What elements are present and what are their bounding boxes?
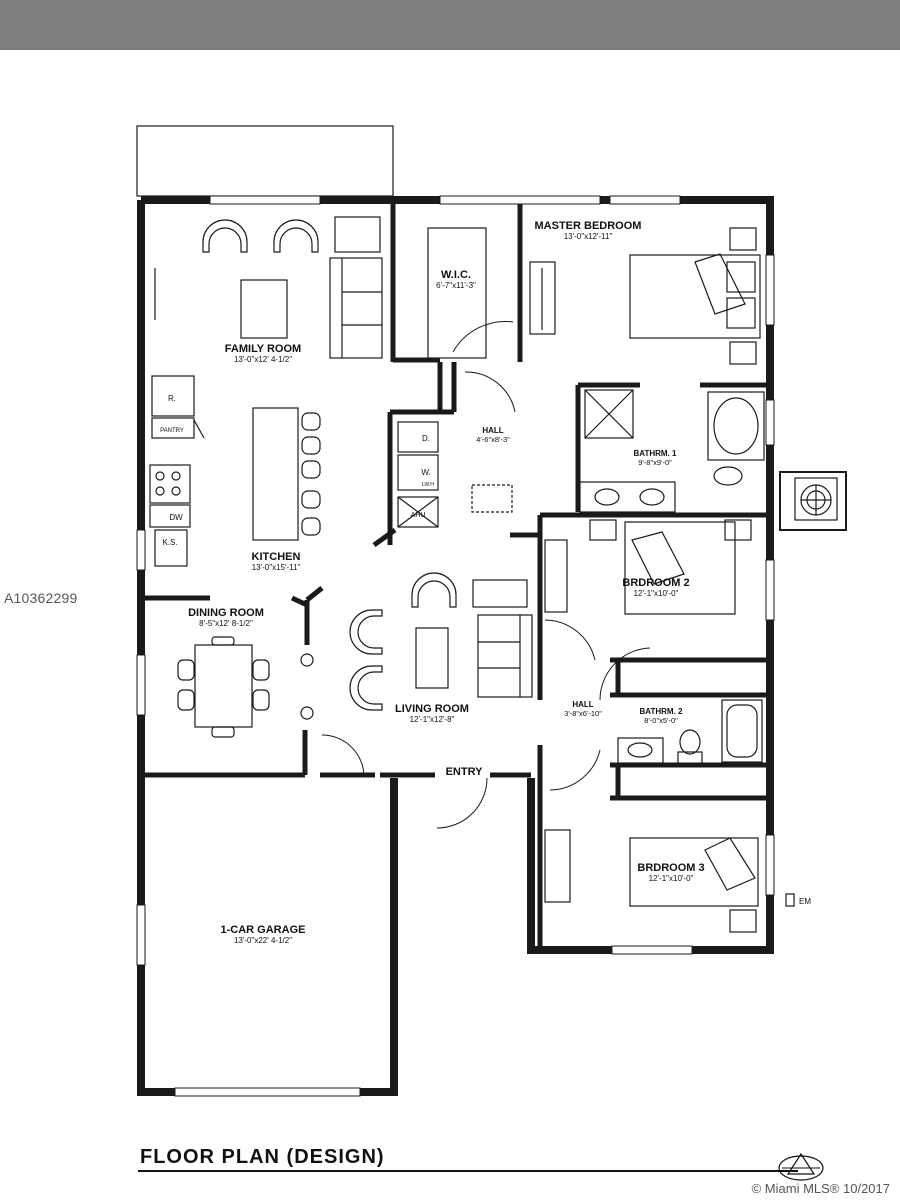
ac-unit [779,471,847,531]
ahu-label: AHU [411,512,426,519]
dining-room-dims: 8'-5"x12' 8-1/2" [199,619,253,628]
patio-slab [136,125,394,197]
water-heater-label: LW.H [422,482,434,488]
dining-room-name: DINING ROOM [188,607,264,619]
master-bed [629,227,761,365]
living-room-dims: 12'-1"x12'-8" [410,715,455,724]
kitchen-dims: 13'-0"x15'-11" [252,563,301,572]
dryer-label: D. [422,434,430,443]
kitchen-name: KITCHEN [252,551,301,563]
bedroom-2-name: BRDROOM 2 [622,577,689,589]
living-room-furniture [349,572,533,711]
laundry-fixtures [397,421,513,528]
bath-2-fixtures [617,699,763,765]
bath-1-fixtures [579,389,765,513]
refrigerator-label: R. [168,394,176,403]
copyright-notice: © Miami MLS® 10/2017 [751,1181,890,1196]
family-room-name: FAMILY ROOM [225,343,301,355]
bedroom-2-bed [544,519,752,615]
bedroom-3-name: BRDROOM 3 [637,862,704,874]
master-bedroom-name: MASTER BEDROOM [535,220,642,232]
exterior-walls [137,196,774,1096]
header-bar [0,0,900,50]
hall-1-name: HALL [482,426,503,435]
listing-id: A10362299 [4,590,78,606]
hall-1-dims: 4'-6"x8'-3" [476,435,510,444]
closet-fixtures [427,227,556,359]
plan-title: FLOOR PLAN (DESIGN) [140,1146,385,1168]
hall-2-name: HALL [572,700,593,709]
wic-dims: 6'-7"x11'-3" [436,281,476,290]
title-underline [138,1170,798,1172]
living-room-name: LIVING ROOM [395,703,469,715]
electric-meter [785,893,795,907]
family-room-dims: 13'-0"x12' 4-1/2" [234,355,292,364]
master-bedroom-dims: 13'-0"x12'-11" [564,232,613,241]
washer-label: W. [421,468,430,477]
bedroom-3-bed [544,829,759,933]
garage-dims: 13'-0"x22' 4-1/2" [234,936,292,945]
em-label: EM [799,897,811,906]
kitchen-sink-label: K.S. [162,538,177,547]
pantry-label: PANTRY [160,428,184,434]
bath-2-dims: 8'-0"x5'-0" [644,716,678,725]
north-arrow-icon [778,1152,824,1181]
bedroom-3-dims: 12'-1"x10'-0" [649,874,694,883]
family-room-furniture [154,216,383,359]
windows [136,195,775,1097]
bath-1-name: BATHRM. 1 [634,449,678,458]
bath-1-dims: 9'-8"x9'-0" [638,458,672,467]
bedroom-2-dims: 12'-1"x10'-0" [634,589,679,598]
dining-set [177,636,314,738]
door-swings [321,321,651,829]
interior-walls [141,200,770,950]
dishwasher-label: DW [169,513,183,522]
entry-label: ENTRY [446,766,484,778]
garage-name: 1-CAR GARAGE [221,924,306,936]
wic-name: W.I.C. [441,269,471,281]
hall-2-dims: 3'-8"x6'-10" [564,709,602,718]
kitchen-fixtures [149,375,321,567]
bath-2-name: BATHRM. 2 [640,707,684,716]
